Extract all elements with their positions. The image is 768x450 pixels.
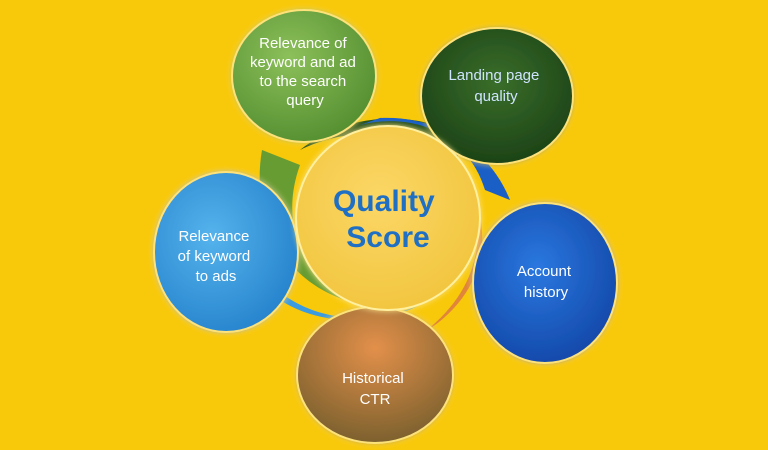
factor-label-line: CTR: [360, 391, 391, 408]
factor-label-line: keyword and ad: [250, 54, 356, 71]
factor-petal-landing-page: [420, 27, 574, 165]
center-title-line: Score: [346, 221, 429, 254]
factor-label-line: to the search: [260, 73, 347, 90]
factor-label-line: to ads: [196, 268, 237, 285]
factor-label-line: of keyword: [178, 248, 251, 265]
factor-label-line: Historical: [342, 370, 404, 387]
factor-petal-account-history: [472, 202, 618, 364]
center-title-line: Quality: [333, 185, 435, 218]
factor-label-historical-ctr: Historical CTR: [342, 370, 408, 408]
factor-label-keyword-ad-query: Relevance of keyword and ad to the searc…: [250, 35, 360, 109]
swirl-tail-green: [259, 150, 345, 300]
factor-petal-keyword-ads: [153, 171, 299, 333]
center-title: Quality Score: [333, 185, 443, 254]
factor-petal-keyword-ad-query: [231, 9, 377, 143]
factor-label-line: query: [286, 92, 324, 109]
swirl-tail-light: [250, 260, 420, 321]
factor-label-line: Relevance: [178, 228, 249, 245]
factor-label-line: Relevance of: [259, 35, 347, 52]
center-circle: [295, 125, 481, 311]
factor-label-line: Account: [517, 263, 572, 280]
factor-label-landing-page: Landing page quality: [448, 67, 543, 105]
factor-label-line: Landing page: [448, 67, 539, 84]
factor-label-keyword-ads: Relevance of keyword to ads: [178, 228, 255, 285]
factor-label-account-history: Account history: [517, 263, 575, 301]
factor-label-line: history: [524, 284, 569, 301]
factor-label-line: quality: [474, 88, 518, 105]
